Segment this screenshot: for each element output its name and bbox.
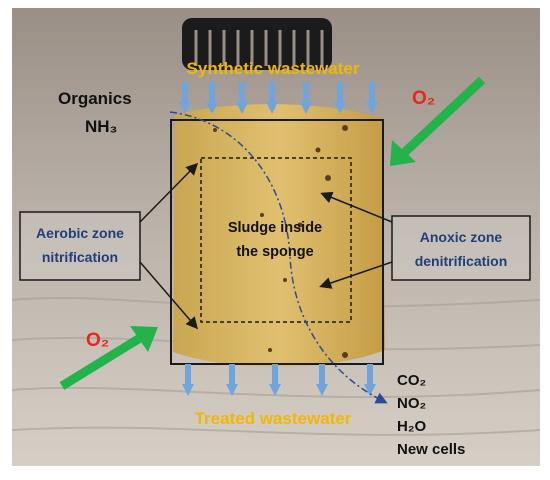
arrow-down-icon bbox=[364, 364, 376, 396]
arrow-down-icon bbox=[182, 364, 194, 396]
o2-label-top: O₂ bbox=[412, 88, 435, 109]
arrow-down-icon bbox=[269, 364, 281, 396]
aerobic-label-line2: nitrification bbox=[42, 249, 118, 265]
sludge-inner-frame bbox=[200, 157, 352, 323]
arrow-down-icon bbox=[266, 82, 278, 114]
nh3-label: NH₃ bbox=[85, 117, 117, 136]
sponge-dots bbox=[213, 125, 348, 358]
arrow-down-icon bbox=[179, 82, 191, 114]
anoxic-label-line1: Anoxic zone bbox=[420, 229, 503, 245]
arrow-down-icon bbox=[300, 82, 312, 114]
anoxic-label-line2: denitrification bbox=[415, 253, 508, 269]
arrow-down-icon bbox=[316, 364, 328, 396]
product-item: CO₂ bbox=[397, 372, 426, 389]
inlet-arrows bbox=[179, 82, 378, 114]
pointer-lines bbox=[139, 162, 393, 330]
sludge-label-line1: Sludge inside bbox=[228, 220, 322, 236]
arrow-down-icon bbox=[334, 82, 346, 114]
aerobic-zone-box bbox=[19, 211, 141, 281]
products-list: CO₂ NO₂ H₂O New cells bbox=[397, 372, 465, 458]
anoxic-zone-box bbox=[391, 215, 531, 281]
sludge-label-line2: the sponge bbox=[236, 244, 313, 260]
product-item: H₂O bbox=[397, 418, 426, 435]
o2-arrow-top bbox=[390, 76, 486, 166]
sponge bbox=[173, 104, 385, 367]
inlet-label: Synthetic wastewater bbox=[187, 59, 360, 78]
product-item: NO₂ bbox=[397, 395, 426, 412]
aerobic-label-line1: Aerobic zone bbox=[36, 225, 124, 241]
product-item: New cells bbox=[397, 441, 465, 458]
arrow-down-icon bbox=[226, 364, 238, 396]
organics-label: Organics bbox=[58, 89, 132, 108]
o2-arrow-bottom bbox=[59, 326, 158, 390]
arrow-down-icon bbox=[366, 82, 378, 114]
outlet-arrows bbox=[182, 364, 376, 396]
cage-top bbox=[182, 18, 332, 70]
outlet-label: Treated wastewater bbox=[195, 409, 352, 428]
arrow-down-icon bbox=[206, 82, 218, 114]
arrow-down-icon bbox=[236, 82, 248, 114]
o2-label-bottom: O₂ bbox=[86, 330, 109, 351]
